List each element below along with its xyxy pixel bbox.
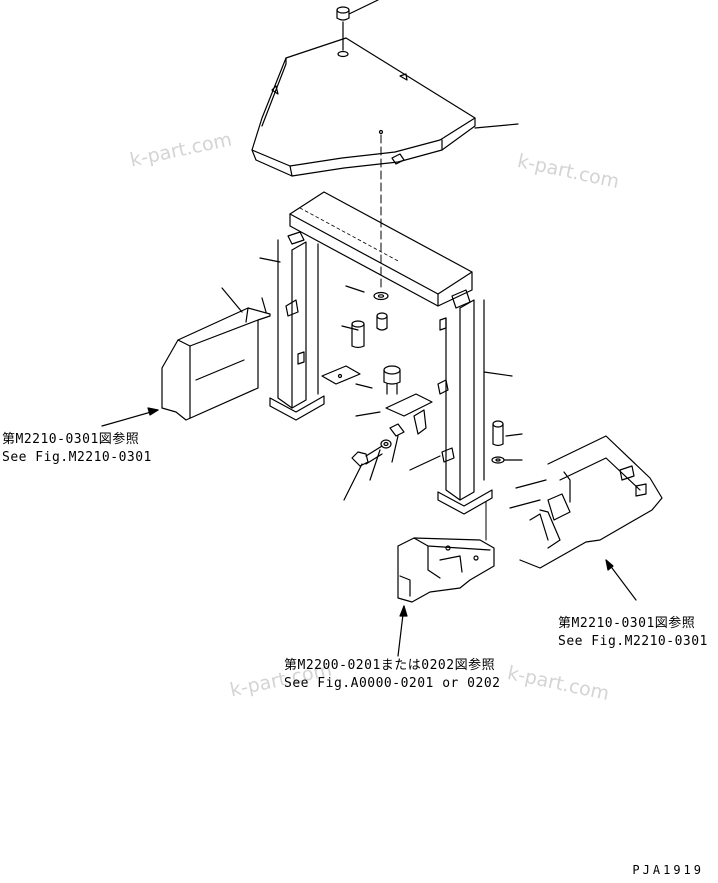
center-floor-block	[397, 537, 495, 603]
bottom-reference-en: See Fig.A0000-0201 or 0202	[284, 676, 501, 691]
figure-id: PJA1919	[632, 863, 704, 877]
left-side-cover	[161, 287, 271, 421]
hardware-parts	[321, 285, 523, 541]
rops-frame	[259, 191, 513, 515]
right-reference-en: See Fig.M2210-0301	[558, 634, 708, 649]
left-reference-en: See Fig.M2210-0301	[2, 450, 152, 465]
roof-canopy	[251, 37, 519, 177]
bottom-reference-jp: 第M2200-0201または0202図参照	[284, 658, 496, 673]
right-floor-assembly	[509, 435, 663, 569]
right-reference-jp: 第M2210-0301図参照	[558, 616, 696, 631]
left-reference-jp: 第M2210-0301図参照	[2, 432, 140, 447]
reference-leaders	[101, 407, 637, 657]
top-bolt	[336, 0, 379, 58]
